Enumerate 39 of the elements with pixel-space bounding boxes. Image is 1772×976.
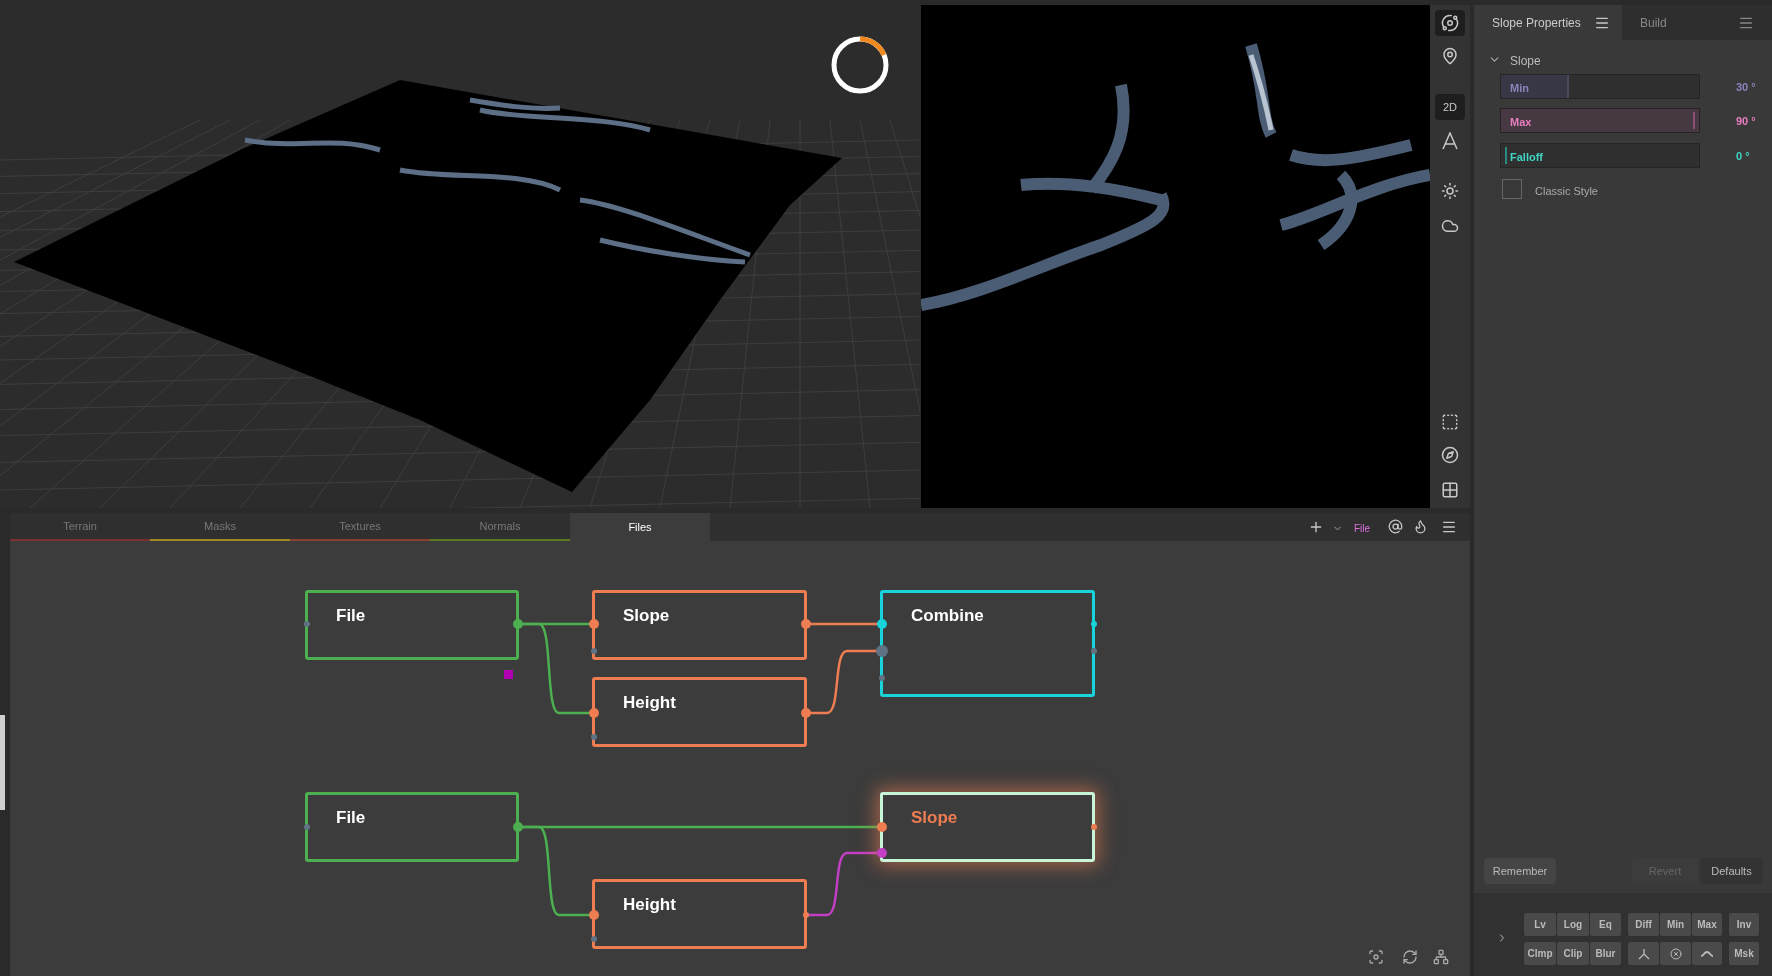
filter-button: Eq [1590, 913, 1621, 936]
filter-button: Clip [1557, 942, 1589, 965]
graph-tab: Textures [290, 513, 430, 541]
filter-button: Min [1660, 913, 1691, 936]
node-title: Combine [911, 605, 984, 627]
node-title: Slope [911, 807, 958, 829]
slider-label: Min [1510, 81, 1529, 96]
node-title: File [336, 605, 366, 627]
slider-value: 0 ° [1736, 149, 1750, 164]
filter-button: Clmp [1524, 942, 1556, 965]
filter-button: Log [1557, 913, 1589, 936]
defaults-button: Defaults [1700, 858, 1763, 884]
graph-tab: Terrain [10, 513, 150, 541]
graph-node-box [592, 879, 807, 949]
remember-button: Remember [1484, 858, 1556, 884]
connector-wire [807, 851, 880, 917]
file-filter-label: File [1354, 522, 1371, 536]
slider-label: Falloff [1510, 150, 1543, 165]
filter-button: Inv [1729, 913, 1759, 936]
slider-value: 90 ° [1736, 114, 1756, 129]
checkbox-label: Classic Style [1535, 184, 1598, 199]
graph-tab: Masks [150, 513, 290, 541]
filter-button: Blur [1590, 942, 1621, 965]
filter-button: Diff [1628, 913, 1659, 936]
graph-tab: Files [570, 513, 710, 541]
node-title: File [336, 807, 366, 829]
graph-node-box [880, 792, 1095, 862]
section-heading: Slope [1510, 53, 1541, 70]
filter-button: Lv [1524, 913, 1556, 936]
filter-button: Msk [1729, 942, 1759, 965]
panel-tab-title: Build [1640, 15, 1667, 32]
slider-value: 30 ° [1736, 80, 1756, 95]
node-title: Height [623, 692, 676, 714]
node-title: Slope [623, 605, 670, 627]
node-title: Height [623, 894, 676, 916]
panel-tab-title: Slope Properties [1492, 15, 1581, 32]
view-mode-label: 2D [1435, 94, 1465, 120]
filter-button: Max [1692, 913, 1722, 936]
slider-label: Max [1510, 115, 1532, 130]
